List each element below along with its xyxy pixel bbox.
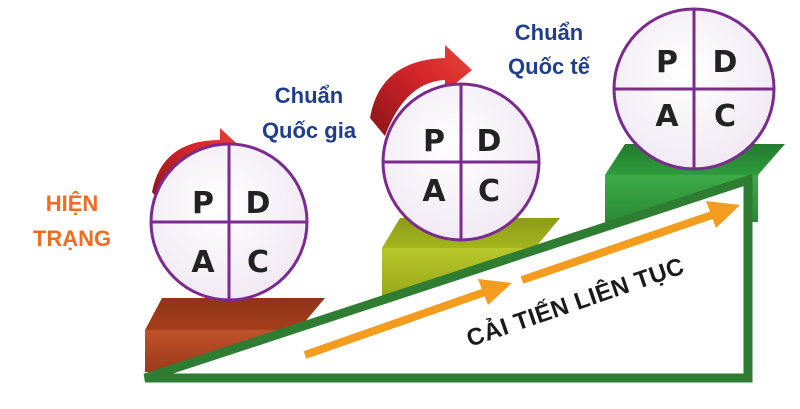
- international-line1: Chuẩn: [515, 20, 583, 45]
- pdca-do-label: D: [477, 124, 502, 159]
- pdca-do-label: D: [713, 45, 738, 80]
- current-state-line1: HIỆN: [46, 191, 99, 216]
- pdca-plan-label: P: [656, 45, 678, 80]
- pdca-do-label: D: [246, 186, 271, 221]
- current-state-line2: TRẠNG: [33, 226, 111, 251]
- ramp-triangle: [143, 173, 753, 383]
- curved-arrow-2: [370, 45, 472, 136]
- pdca-circle-national: P D A C: [381, 82, 541, 242]
- international-line2: Quốc tế: [508, 54, 591, 79]
- pdca-check-label: C: [714, 99, 736, 134]
- pdca-plan-label: P: [423, 124, 445, 159]
- pdca-plan-label: P: [192, 186, 214, 221]
- label-current-state: HIỆN TRẠNG: [33, 191, 111, 251]
- national-line2: Quốc gia: [262, 118, 357, 143]
- pdca-check-label: C: [478, 174, 500, 209]
- improvement-arrow-upper: [520, 201, 740, 284]
- pdca-circle-current: P D A C: [149, 142, 309, 302]
- improvement-arrow-lower: [303, 279, 512, 359]
- pdca-circle-international: P D A C: [612, 7, 776, 171]
- pdca-check-label: C: [247, 245, 269, 280]
- pdca-act-label: A: [422, 174, 446, 209]
- label-international-standard: Chuẩn Quốc tế: [508, 20, 591, 79]
- pdca-act-label: A: [191, 245, 215, 280]
- label-national-standard: Chuẩn Quốc gia: [262, 83, 357, 143]
- pdca-act-label: A: [655, 99, 679, 134]
- national-line1: Chuẩn: [275, 83, 343, 108]
